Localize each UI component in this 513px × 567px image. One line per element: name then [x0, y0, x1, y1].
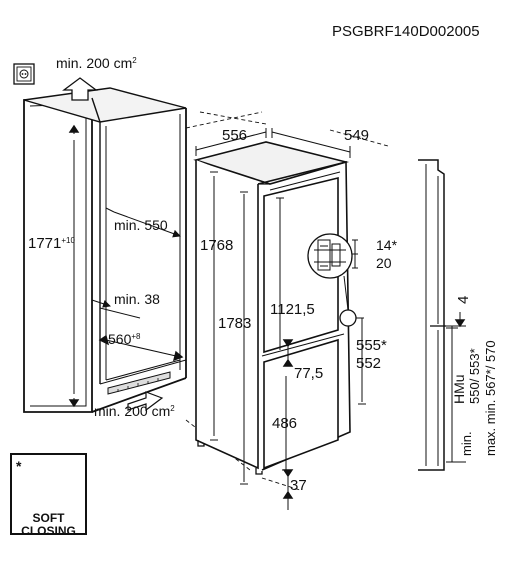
top-vent-label: min. 200 cm2	[56, 55, 137, 71]
niche-width-label: 560+8	[108, 331, 141, 347]
badge-text: SOFT CLOSING	[12, 512, 85, 538]
upper-door-label: 1121,5	[270, 301, 315, 318]
side-section-view	[418, 159, 466, 471]
dim-77-5-label: 77,5	[294, 365, 324, 382]
vent-arrow-right-icon	[127, 391, 164, 412]
dim-niche-height	[68, 124, 80, 408]
fridge-body	[193, 141, 351, 475]
vent-arrow-up-icon	[62, 77, 98, 101]
hmu-label: HMu	[451, 374, 467, 404]
height-1768-label: 1768	[200, 237, 234, 254]
hinge-14-label: 14*	[376, 237, 398, 253]
min-label: min.	[459, 431, 474, 456]
min-depth-label: min. 550	[114, 217, 168, 233]
dim-depth	[271, 128, 389, 158]
height-1783-label: 1783	[218, 315, 252, 332]
hinge-20-label: 20	[376, 255, 392, 271]
max-values-label: max. min. 567*/ 570	[483, 340, 498, 456]
dim-min-gap	[91, 299, 111, 308]
gap-555-label: 555*	[356, 337, 387, 354]
model-code: PSGBRF140D002005	[332, 23, 480, 40]
bottom-37-label: 37	[290, 477, 307, 494]
dim-niche-width	[105, 339, 177, 357]
bottom-vent-label: min. 200 cm2	[94, 403, 175, 419]
dim-min-depth	[113, 211, 181, 238]
badge-star: *	[16, 458, 22, 474]
gap-552-label: 552	[356, 355, 382, 372]
min-gap-label: min. 38	[114, 291, 160, 307]
dim-width	[195, 128, 267, 156]
niche-cabinet	[23, 87, 187, 413]
badge-line-2: CLOSING	[21, 524, 76, 538]
width-label: 556	[222, 127, 248, 144]
hinge-icon	[314, 239, 346, 271]
soft-closing-badge: * SOFT CLOSING	[10, 453, 87, 538]
badge-line-1: SOFT	[32, 511, 65, 525]
depth-label: 549	[344, 127, 370, 144]
hmu-values-label: 550/ 553*	[467, 348, 482, 404]
niche-height-label: 1771+10	[28, 235, 75, 252]
side-4-label: 4	[455, 295, 472, 304]
power-socket-icon	[13, 63, 35, 85]
hinge-detail-marker	[339, 309, 357, 327]
lower-door-label: 486	[272, 415, 298, 432]
